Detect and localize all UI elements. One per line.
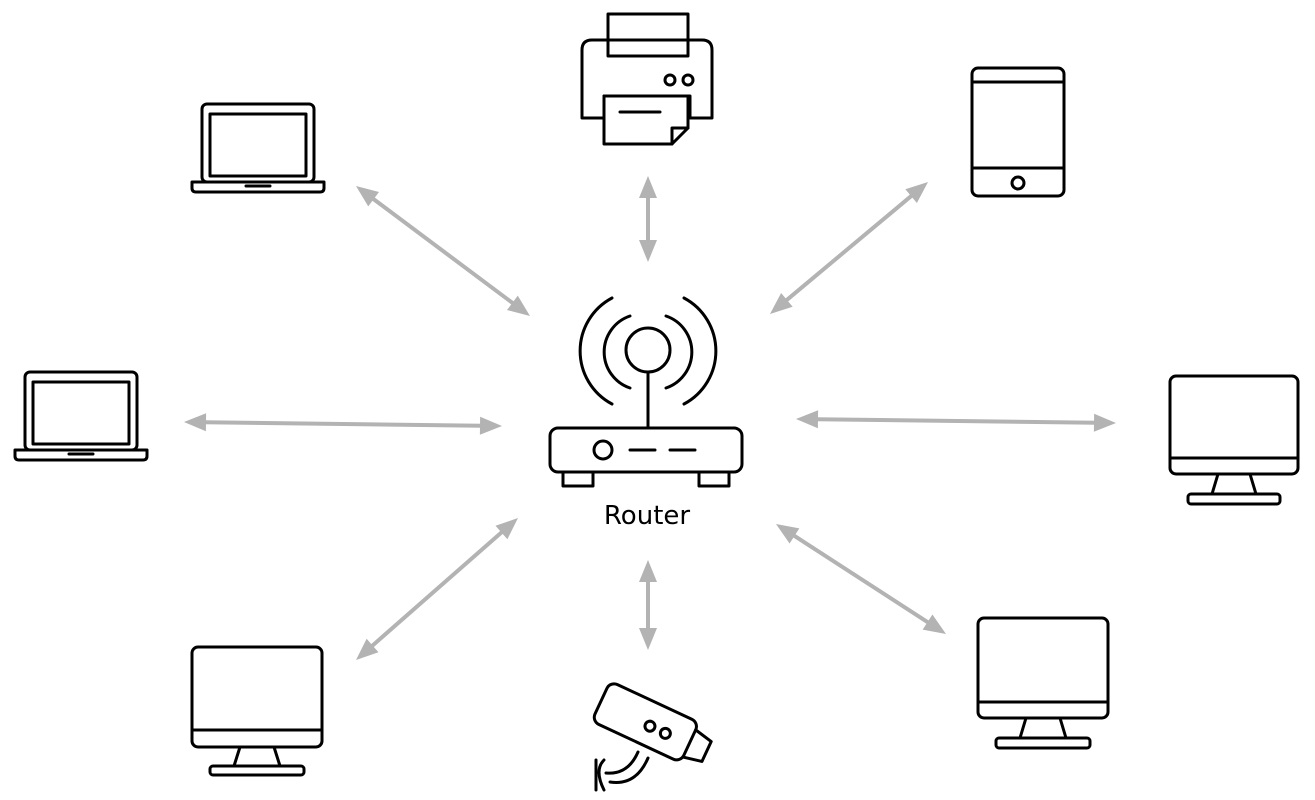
arrow-head-printer-device-end [639,176,657,198]
connection-arrows [184,176,1116,660]
arrow-head-laptop-left-router-end [479,416,502,435]
arrow-head-laptop-top-left-router-end [506,295,530,316]
arrow-head-monitor-right-device-end [1093,413,1116,432]
connection-arrow-monitor-right [815,417,1097,425]
connection-arrow-monitor-bottom-right [791,533,931,625]
arrow-head-security-camera-device-end [639,628,657,650]
arrow-head-monitor-bottom-left-device-end [356,638,379,660]
arrow-head-tablet-router-end [770,292,793,314]
monitor-icon [190,645,324,777]
printer-icon [580,12,714,146]
arrow-head-monitor-bottom-right-router-end [776,524,800,544]
security-camera-icon [592,682,713,792]
arrow-head-monitor-right-router-end [796,410,819,429]
arrow-head-laptop-left-device-end [184,413,207,432]
router-icon [548,296,744,488]
arrow-head-monitor-bottom-right-device-end [922,614,946,634]
arrow-head-printer-router-end [639,240,657,262]
arrow-head-tablet-device-end [905,182,928,204]
connection-arrow-laptop-top-left [370,196,516,306]
arrow-head-laptop-top-left-device-end [356,186,380,207]
connection-arrow-laptop-left [203,420,483,428]
monitor-icon [1168,374,1300,506]
tablet-icon [970,66,1066,198]
arrow-head-monitor-bottom-left-router-end [495,518,518,540]
monitor-icon [976,616,1110,750]
router-label: Router [604,501,690,531]
arrow-head-security-camera-router-end [639,560,657,582]
connection-arrow-tablet [784,193,914,303]
connection-arrow-monitor-bottom-left [369,529,505,649]
laptop-icon [13,370,149,462]
laptop-icon [190,102,326,194]
